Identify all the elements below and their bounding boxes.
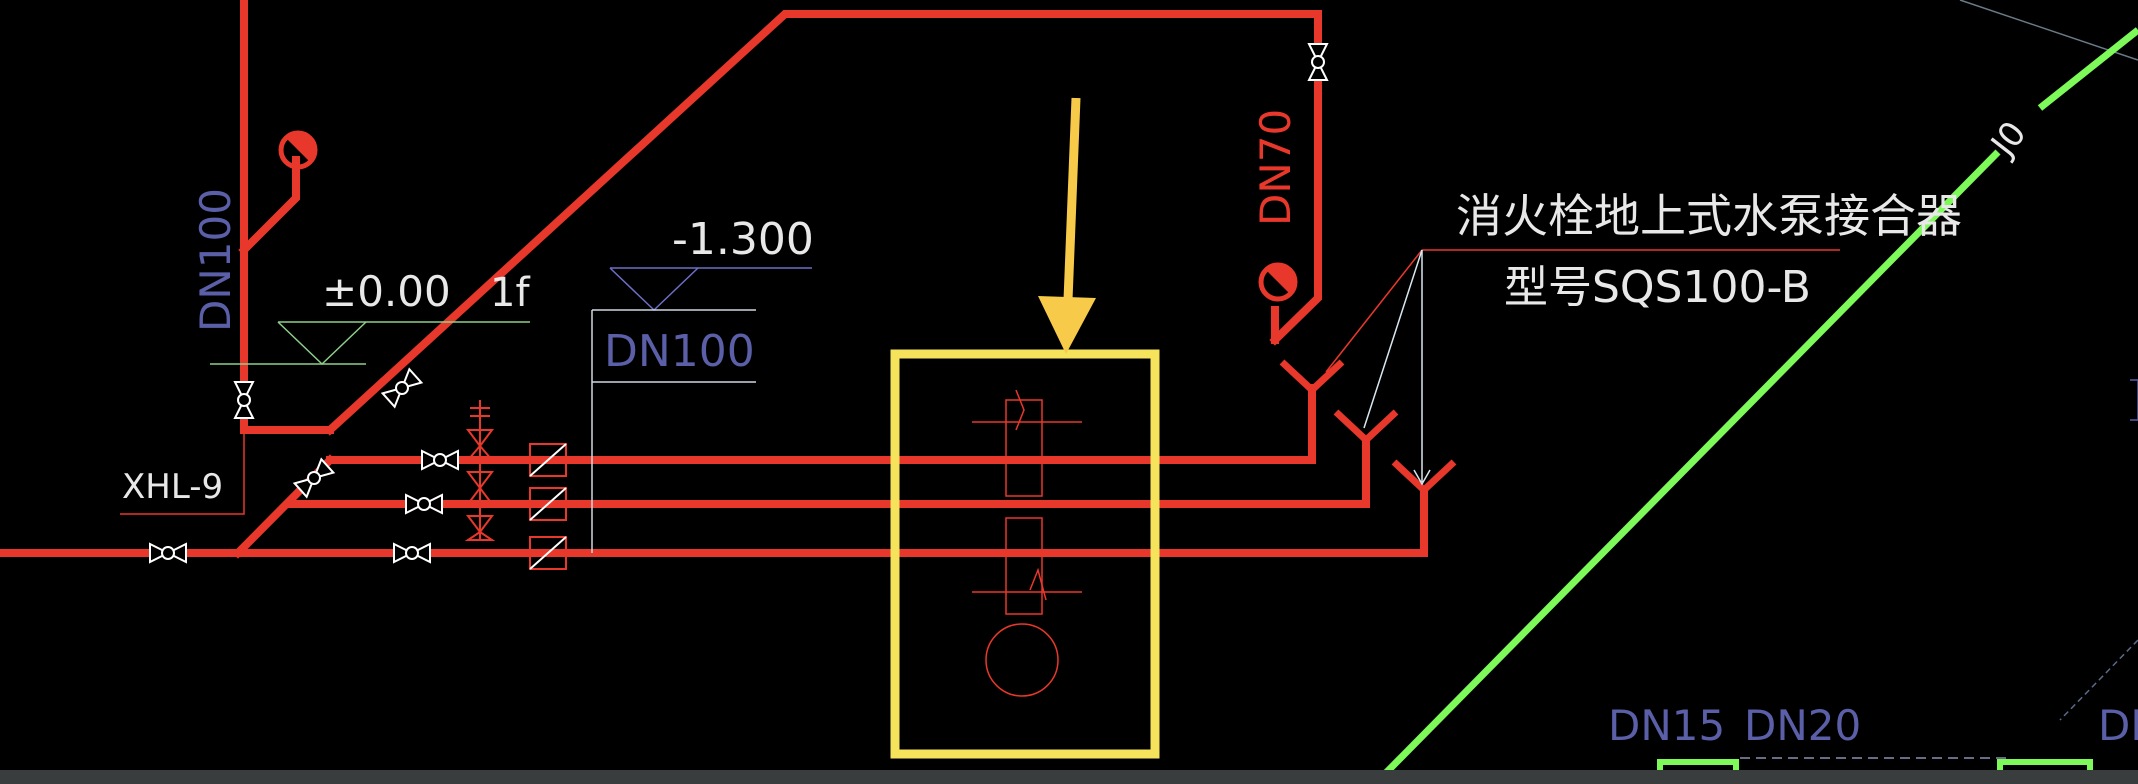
dn20-label: DN20 xyxy=(1744,701,1861,750)
reference-line-2 xyxy=(2059,639,2138,721)
green-boundary-line xyxy=(1372,27,2138,784)
safety-valve-icon xyxy=(464,400,496,541)
highlight-box xyxy=(890,349,1160,759)
exhaust-valve-icon xyxy=(278,130,1298,302)
pipe-line-1 xyxy=(326,384,1316,464)
elevation-low-label: -1.300 xyxy=(672,214,814,265)
elevation-ground-marker xyxy=(210,321,530,366)
wall-penetration-symbol xyxy=(972,389,1082,697)
dn15-label: DN15 xyxy=(1608,701,1725,750)
connector-leaders xyxy=(1325,249,1840,486)
floor-label: 1f xyxy=(490,270,530,316)
dn-partial-label: DN xyxy=(2098,701,2138,750)
connector-name-label: 消火栓地上式水泵接合器 xyxy=(1456,189,1962,243)
elevation-low-marker xyxy=(609,267,812,312)
dn100-tag: DN100 xyxy=(604,326,755,377)
xhl-leader xyxy=(120,430,245,515)
pipe-line-2 xyxy=(368,436,1370,508)
dn70-vertical-label: DN70 xyxy=(1251,109,1300,226)
pipe-left-riser xyxy=(240,0,334,434)
status-bar-strip xyxy=(0,770,2138,784)
dn100-vertical-label: DN100 xyxy=(191,188,240,332)
pipe-top-branch xyxy=(324,10,1322,436)
check-valve-icon xyxy=(529,443,567,570)
pipe-main xyxy=(0,486,1428,557)
pump-connector-icon xyxy=(1279,359,1457,495)
elevation-ground-label: ±0.00 xyxy=(322,267,451,316)
dn100-leader xyxy=(591,309,756,553)
connector-model-label: 型号SQS100-B xyxy=(1504,262,1811,313)
pipe-exhaust-branch xyxy=(238,156,300,256)
arrow-down-icon xyxy=(1038,97,1096,354)
xhl-label: XHL-9 xyxy=(122,467,223,507)
right-edge-mark xyxy=(2130,379,2138,421)
gate-valve-icon xyxy=(149,43,1329,564)
